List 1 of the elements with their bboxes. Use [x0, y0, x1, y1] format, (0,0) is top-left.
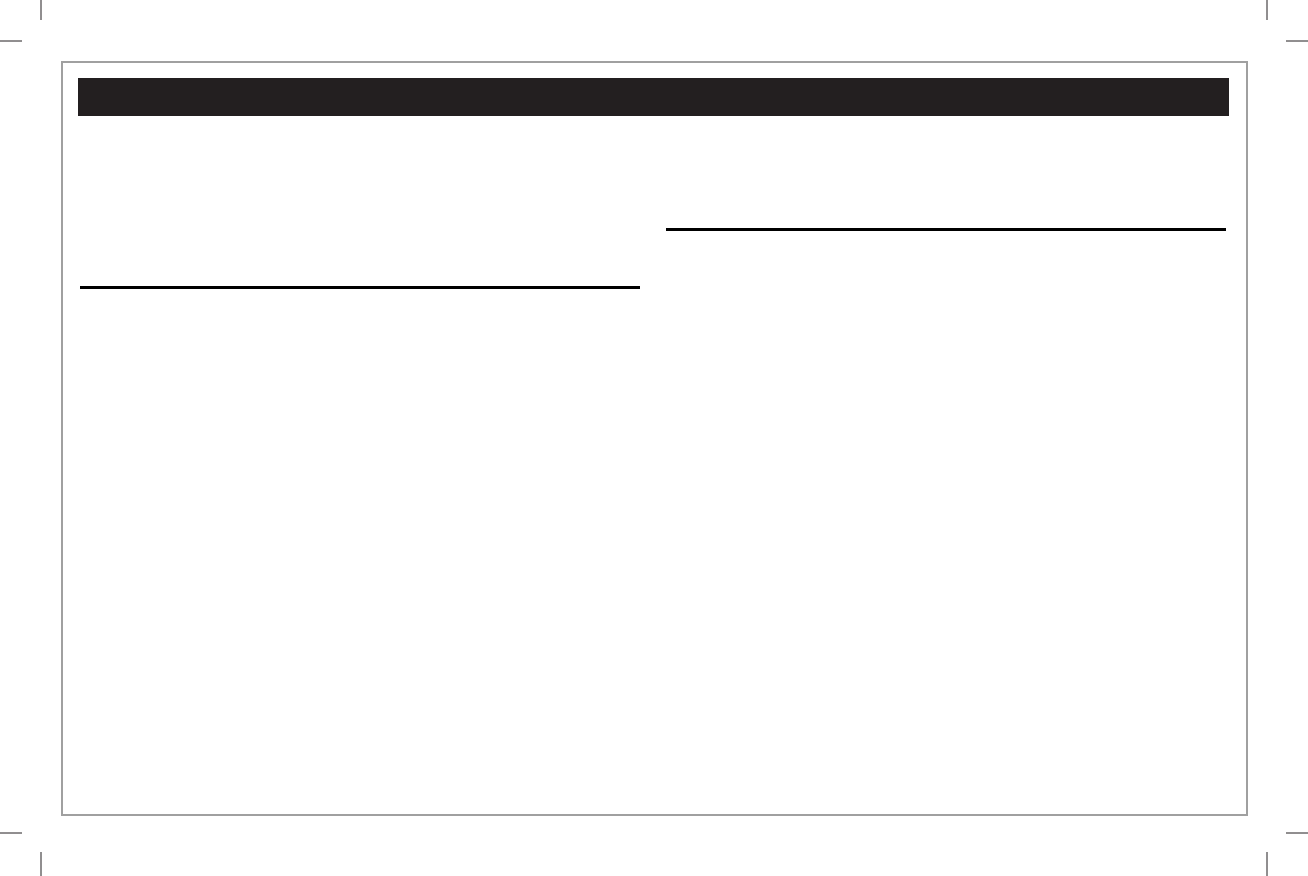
header-bar	[78, 78, 1229, 116]
